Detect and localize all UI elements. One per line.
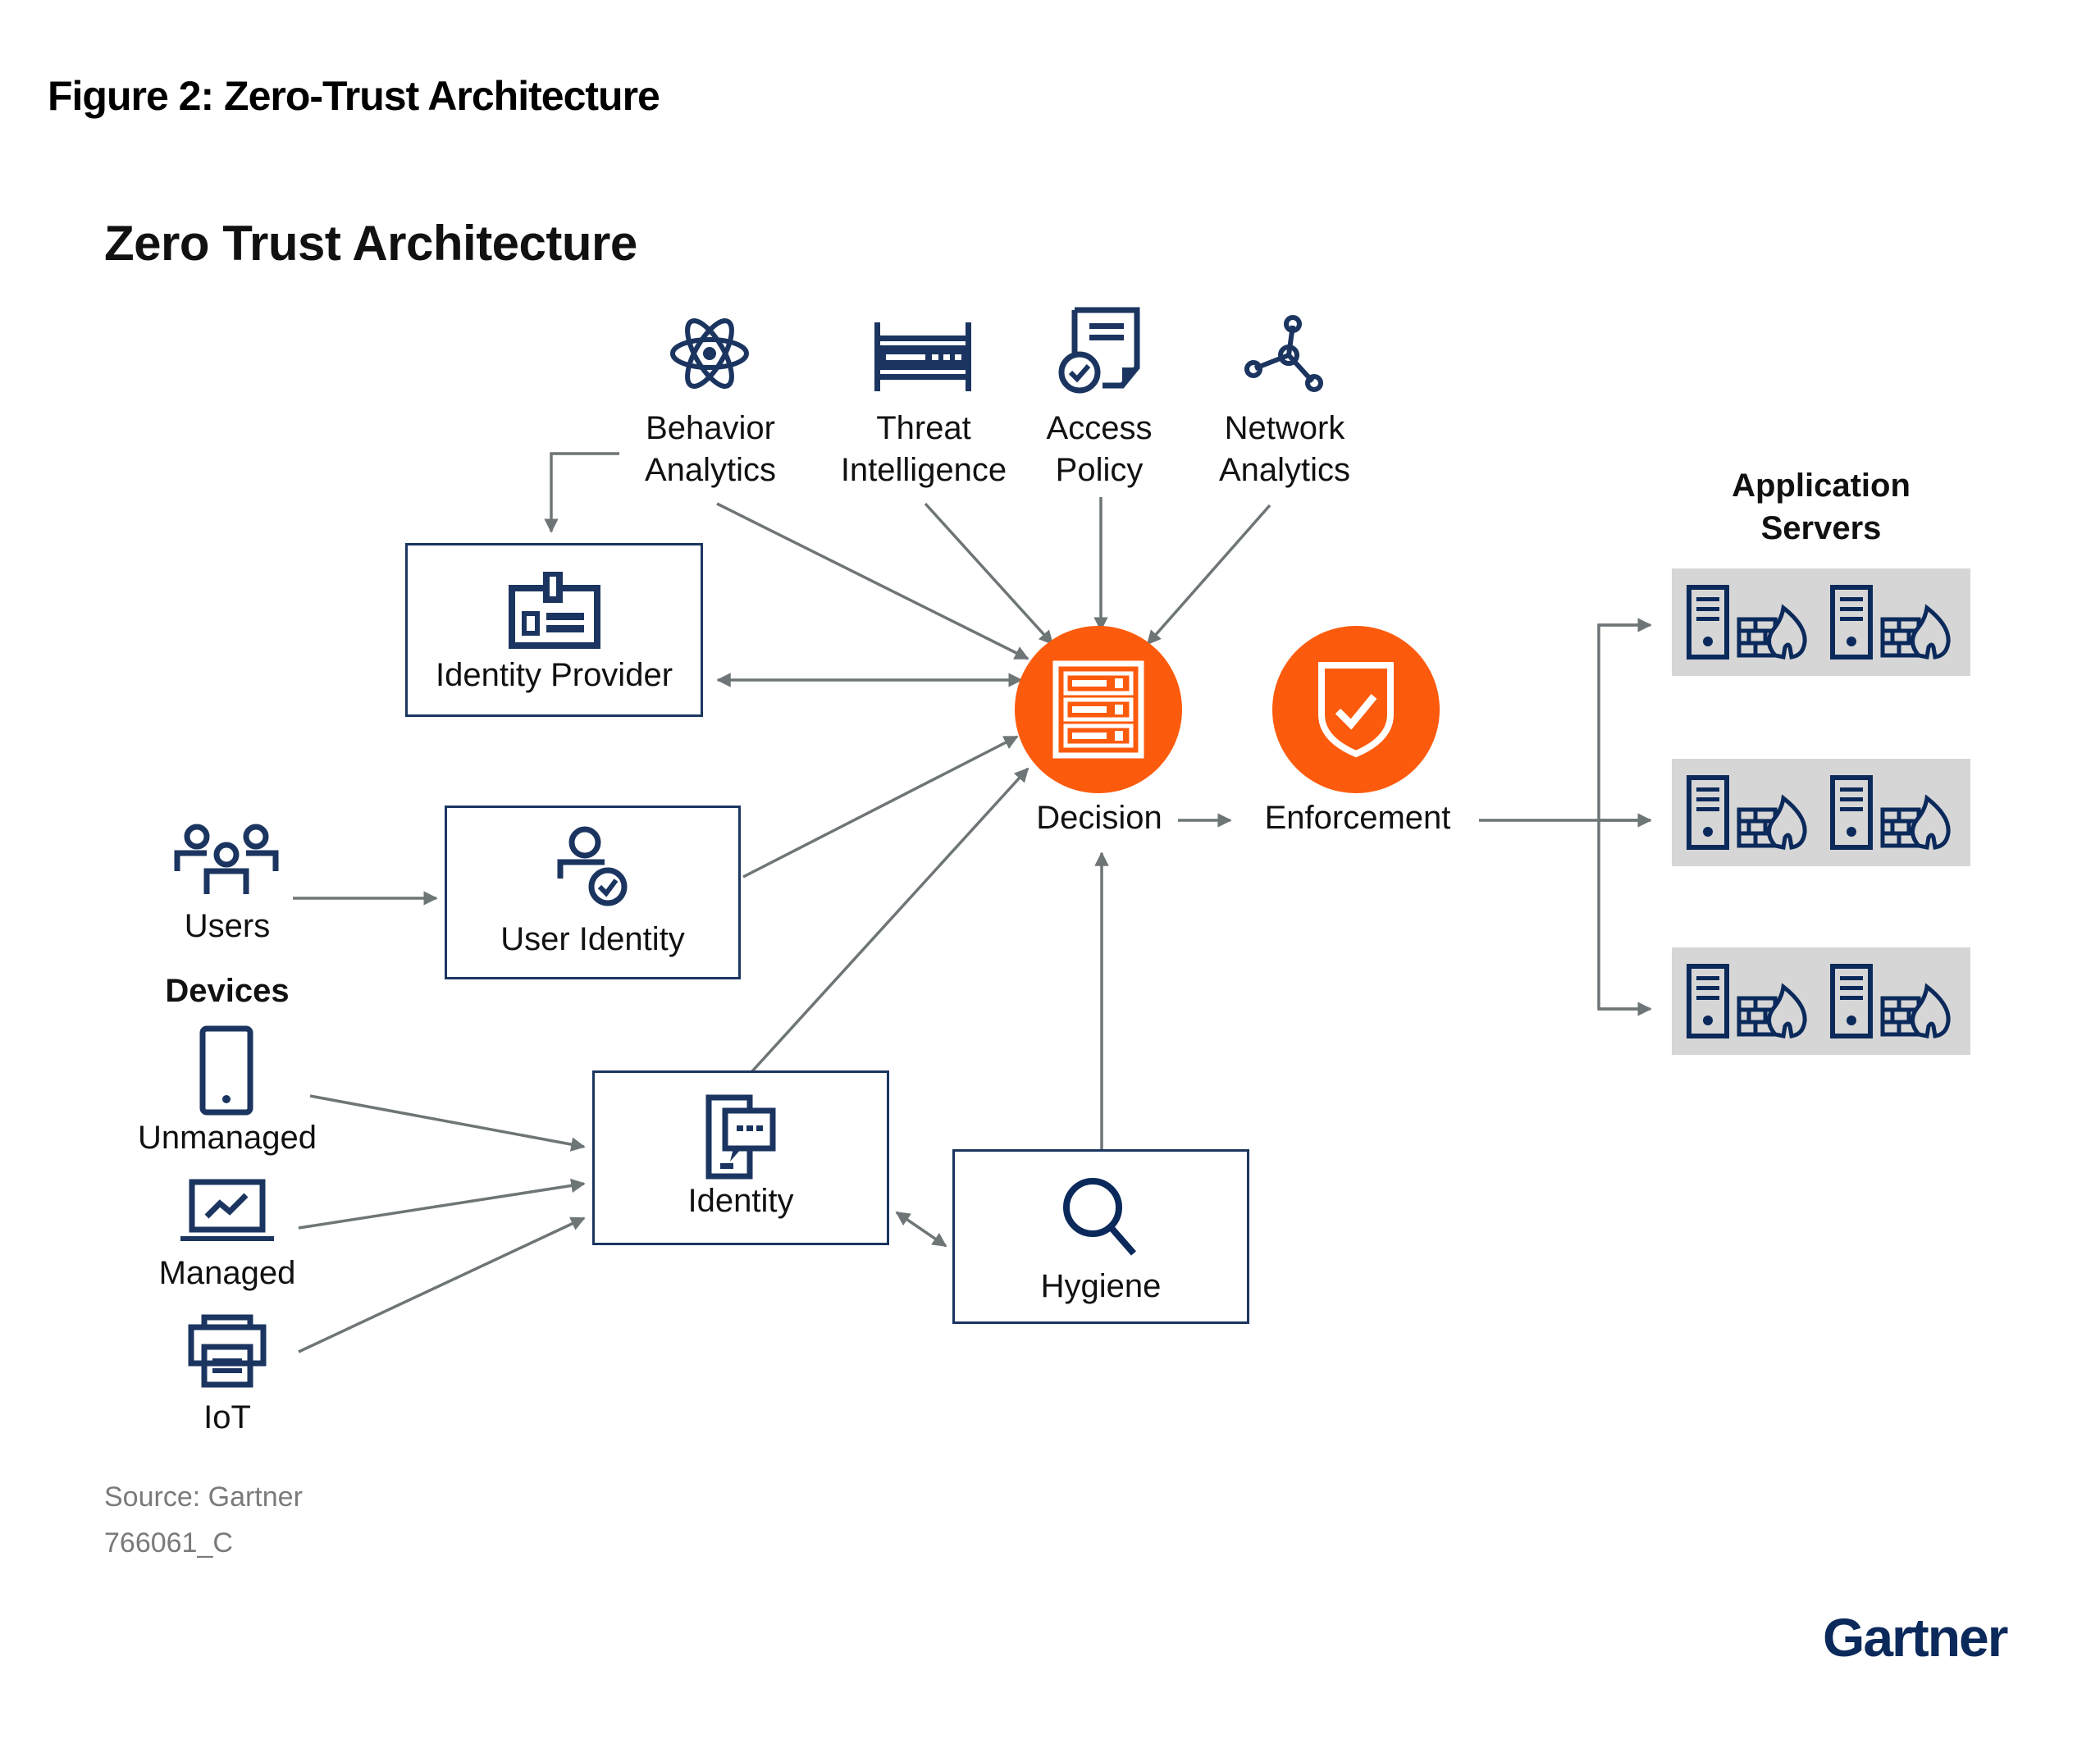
gartner-logo: Gartner — [1823, 1607, 2008, 1668]
firewall-rack-icon — [874, 322, 971, 391]
iot-label: IoT — [203, 1399, 251, 1435]
user-identity-label: User Identity — [500, 921, 685, 957]
user-check-icon — [557, 826, 627, 906]
server-firewall-icons — [1672, 568, 1970, 676]
server-group-3[interactable] — [1672, 947, 1970, 1055]
network-nodes-icon — [1244, 315, 1323, 392]
mobile-message-icon — [705, 1094, 776, 1180]
users-label: Users — [184, 908, 271, 944]
identity-box[interactable]: Identity — [592, 1070, 889, 1245]
edge-unmanaged-to-identity — [309, 1094, 586, 1152]
decision-label: Decision — [1036, 800, 1162, 836]
edge-behavior-to-idp — [544, 452, 619, 533]
laptop-chart-icon — [180, 1179, 274, 1241]
printer-icon — [188, 1314, 267, 1388]
label-line: Behavior — [646, 410, 775, 446]
title-line: Servers — [1760, 510, 1882, 546]
servers-bracket — [1597, 623, 1647, 1011]
hygiene-box[interactable]: Hygiene — [952, 1149, 1249, 1324]
enforcement-label: Enforcement — [1264, 800, 1451, 836]
diagram-title: Zero Trust Architecture — [104, 216, 637, 271]
edge-threat-to-decision — [924, 502, 1054, 646]
identity-provider-box[interactable]: Identity Provider — [405, 543, 703, 717]
user-identity-box[interactable]: User Identity — [445, 806, 741, 979]
title-line: Application — [1732, 468, 1911, 504]
hygiene-label: Hygiene — [1040, 1268, 1162, 1304]
server-group-1[interactable] — [1672, 568, 1970, 676]
label-line: Analytics — [1218, 452, 1351, 488]
enforcement-node[interactable] — [1272, 626, 1440, 793]
label-line: Network — [1224, 410, 1345, 446]
edge-behavior-to-decision — [716, 502, 1029, 660]
label-line: Analytics — [644, 452, 777, 488]
mobile-phone-icon — [199, 1025, 253, 1116]
label-line: Access — [1046, 410, 1153, 446]
decision-node[interactable] — [1015, 626, 1182, 793]
server-stack-icon — [1052, 660, 1144, 759]
figure-id: 766061_C — [104, 1527, 233, 1559]
unmanaged-label: Unmanaged — [138, 1120, 317, 1156]
server-group-2[interactable] — [1672, 759, 1970, 866]
policy-document-check-icon — [1058, 307, 1140, 394]
edge-identity-to-decision — [742, 767, 1029, 1083]
edge-network-to-decision — [1146, 504, 1271, 646]
label-line: Intelligence — [840, 452, 1007, 488]
identity-provider-label: Identity Provider — [435, 657, 673, 693]
label-line: Threat — [876, 410, 971, 446]
edge-identity-hygiene — [895, 1211, 947, 1248]
server-firewall-icons — [1672, 947, 1970, 1055]
users-group-icon — [174, 824, 279, 894]
devices-heading: Devices — [165, 973, 290, 1009]
id-badge-icon — [508, 572, 600, 649]
source-note: Source: Gartner — [104, 1481, 303, 1513]
edge-useridentity-to-decision — [742, 735, 1019, 879]
server-firewall-icons — [1672, 759, 1970, 866]
label-line: Policy — [1055, 452, 1144, 488]
figure-title: Figure 2: Zero-Trust Architecture — [48, 73, 660, 119]
shield-check-icon — [1318, 662, 1394, 758]
edge-iot-to-identity — [298, 1216, 586, 1353]
managed-label: Managed — [158, 1255, 296, 1291]
edge-managed-to-identity — [298, 1178, 586, 1230]
identity-label: Identity — [687, 1183, 794, 1219]
atom-icon — [670, 318, 749, 389]
magnifier-icon — [1063, 1178, 1137, 1256]
